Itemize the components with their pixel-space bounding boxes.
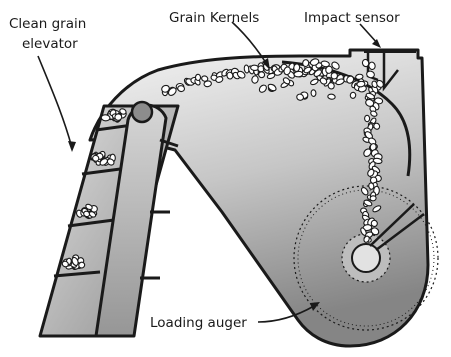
label-loading-auger: Loading auger	[150, 315, 247, 331]
label-impact-sensor: Impact sensor	[304, 10, 400, 26]
grain-kernel	[101, 114, 110, 121]
grain-kernel	[302, 59, 309, 66]
grain-kernel	[311, 90, 316, 97]
grain-kernel	[177, 85, 185, 92]
grain-kernel	[355, 74, 363, 80]
grain-kernel	[293, 64, 300, 72]
grain-kernel	[114, 113, 122, 120]
label-clean-grain-line1: Clean grain	[9, 16, 86, 32]
grain-kernel	[195, 74, 200, 80]
elevator-head-sprocket	[132, 102, 152, 122]
leader-clean-grain-elevator	[38, 56, 72, 148]
label-grain-kernels: Grain Kernels	[169, 10, 259, 26]
grain-kernel	[294, 71, 303, 77]
grain-kernel	[357, 81, 366, 87]
grain-kernel	[350, 92, 356, 99]
label-clean-grain-line2: elevator	[22, 36, 78, 52]
grain-kernel	[370, 195, 377, 201]
grain-kernel	[327, 94, 335, 100]
grain-kernel	[364, 115, 369, 122]
